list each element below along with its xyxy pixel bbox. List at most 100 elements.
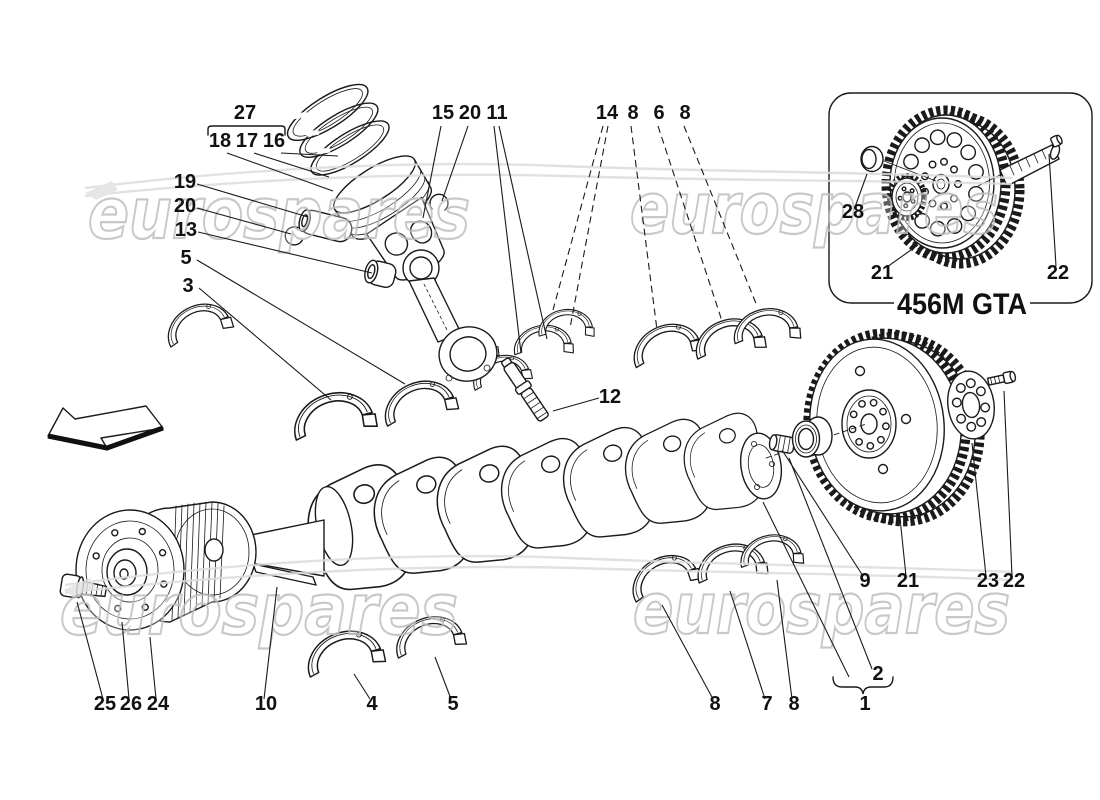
watermark-text: eurospares	[60, 569, 458, 651]
pulley-ribs	[171, 501, 225, 621]
swoosh-curve	[84, 162, 1013, 190]
callout-label-21: 21	[897, 570, 919, 592]
hole	[946, 218, 963, 234]
leader-line-9	[781, 449, 864, 577]
watermark-text: eurospares	[633, 568, 1010, 650]
callout-label-8: 8	[679, 102, 690, 124]
hole	[848, 425, 857, 434]
callout-label-27: 27	[234, 102, 256, 124]
callout-label-20: 20	[459, 102, 481, 124]
inset-shaft-bolt	[1050, 134, 1063, 148]
hole	[849, 410, 858, 419]
hole	[968, 185, 984, 202]
hole	[965, 378, 976, 389]
hole	[138, 527, 147, 536]
hole	[980, 402, 991, 413]
swoosh-nose	[85, 181, 118, 200]
leader-line-14	[552, 125, 604, 311]
callout-label-8: 8	[788, 693, 799, 715]
hole	[158, 549, 167, 557]
leader-line-17	[253, 152, 330, 178]
callout-label-28: 28	[842, 201, 864, 223]
leader-line-8	[661, 604, 714, 700]
swoosh-curve	[64, 554, 1013, 587]
hole	[111, 529, 119, 537]
callout-label-18: 18	[209, 130, 231, 152]
hole	[950, 165, 959, 174]
callout-label-8: 8	[709, 693, 720, 715]
hole	[956, 413, 967, 424]
hole	[914, 137, 930, 154]
leader-line-15	[422, 125, 442, 219]
hole	[928, 199, 937, 208]
hole	[950, 194, 959, 203]
piston-skirt-window	[384, 232, 409, 256]
callout-label-25: 25	[94, 693, 116, 715]
drive-flange	[947, 370, 995, 440]
leader-line-5	[434, 656, 452, 700]
swoosh-curve	[64, 565, 1013, 595]
hole	[866, 441, 875, 450]
leader-line-12	[552, 397, 600, 412]
leader-line-18	[226, 152, 334, 192]
leader-line-26	[121, 621, 130, 700]
hole	[940, 157, 949, 166]
inset-plug	[860, 145, 884, 173]
leader-line-11	[493, 125, 522, 354]
hole	[966, 421, 977, 432]
gudgeon-pin	[298, 209, 353, 243]
hole	[955, 382, 966, 393]
callout-label-15: 15	[432, 102, 454, 124]
rod-stud	[500, 357, 549, 422]
leader-line-1	[762, 501, 850, 678]
leader-line-7	[729, 590, 766, 700]
callout-label-14: 14	[596, 102, 619, 124]
hole	[897, 195, 903, 201]
leader-line-25	[76, 601, 104, 700]
hole	[914, 212, 931, 229]
callout-label-21: 21	[871, 262, 893, 284]
leader-line-3	[198, 287, 332, 401]
flange-bolt	[986, 370, 1017, 386]
inset-title: 456M GTA	[897, 288, 1027, 321]
leader-line-22	[1003, 390, 1013, 577]
hole	[909, 188, 915, 194]
hole	[882, 422, 890, 431]
hole	[903, 153, 919, 170]
hole	[877, 435, 885, 444]
leader-line-13	[197, 231, 373, 274]
leader-line-20	[196, 207, 292, 235]
callout-label-11: 11	[486, 102, 507, 124]
callout-label-7: 7	[761, 693, 772, 715]
callout-label-16: 16	[263, 130, 285, 152]
callout-label-17: 17	[236, 130, 258, 152]
watermark-text: eurospares	[88, 173, 470, 255]
hole	[113, 604, 122, 613]
callout-label-23: 23	[977, 570, 999, 592]
hole	[975, 386, 986, 397]
callout-label-8: 8	[627, 102, 638, 124]
callout-label-5: 5	[447, 693, 458, 715]
leader-line-24	[149, 636, 157, 700]
callout-label-1: 1	[859, 693, 870, 715]
hole	[92, 552, 100, 560]
leader-line-8	[776, 579, 793, 700]
leader-line-23	[971, 442, 987, 577]
leader-line-4	[353, 673, 371, 700]
direction-arrow	[47, 405, 164, 451]
hole	[869, 398, 878, 407]
leader-line-10	[263, 586, 278, 700]
leader-line-28	[854, 173, 868, 208]
circlip	[284, 226, 304, 246]
hole	[946, 132, 963, 148]
callout-label-22: 22	[1003, 570, 1025, 592]
callout-label-24: 24	[147, 693, 170, 715]
hole	[910, 198, 916, 204]
hole	[879, 407, 887, 416]
hole	[951, 397, 962, 408]
leader-line-21	[886, 244, 919, 268]
callout-label-6: 6	[653, 102, 664, 124]
